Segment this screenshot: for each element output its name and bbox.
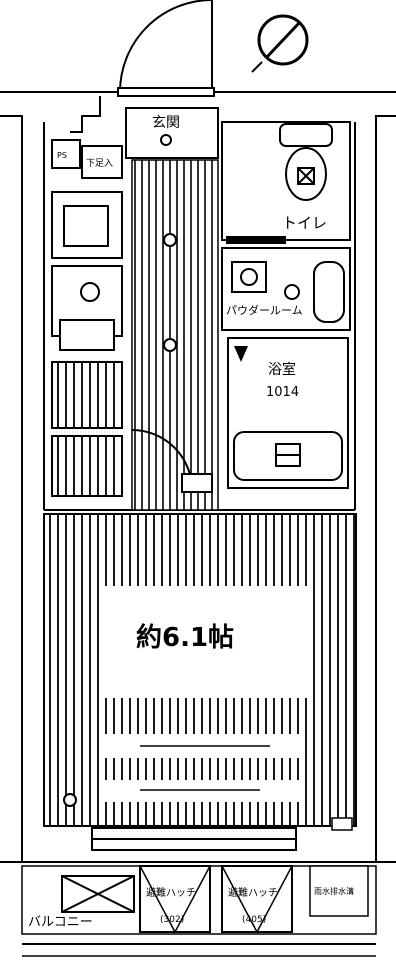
aircon-unit <box>61 875 135 913</box>
left-utility-column <box>51 191 123 497</box>
balcony: バルコニー 避難ハッチ (302) 避難ハッチ (405) 雨水排水溝 <box>0 861 396 957</box>
hatch-left: 避難ハッチ (302) <box>139 865 211 933</box>
corridor-fixtures <box>131 233 213 493</box>
shoe-box-label: 下足入 <box>86 158 113 169</box>
toilet-label: トイレ <box>282 214 327 232</box>
washroom-label: パウダールーム <box>226 303 303 317</box>
balcony-label: バルコニー <box>28 915 93 930</box>
toilet-icon <box>279 123 333 201</box>
washroom: パウダールーム <box>221 247 351 331</box>
toilet-room: トイレ <box>221 121 351 244</box>
washbasin-icon <box>231 261 345 323</box>
exterior-walls <box>0 91 396 862</box>
main-room: 約6.1帖 <box>43 513 357 831</box>
bath-size-label: 1014 <box>266 385 299 400</box>
bathroom-label: 浴室 <box>268 361 296 378</box>
no-entry-mark <box>251 14 309 73</box>
drain-label: 雨水排水溝 <box>314 886 354 896</box>
entrance-door <box>117 0 215 97</box>
entrance-label: 玄関 <box>152 114 180 131</box>
shoe-box: 下足入 <box>81 145 123 179</box>
bathroom: 浴室 1014 <box>227 337 349 489</box>
entrance-area: 玄関 <box>70 96 219 159</box>
hatch-right-number: (405) <box>242 915 266 925</box>
drain: 雨水排水溝 <box>309 865 369 917</box>
hatch-left-label: 避難ハッチ <box>146 886 196 899</box>
ps-left: PS <box>51 139 81 169</box>
hatch-right-label: 避難ハッチ <box>228 886 278 899</box>
hatch-right: 避難ハッチ (405) <box>221 865 293 933</box>
hatch-left-number: (302) <box>160 915 184 925</box>
window <box>91 827 297 851</box>
corridor-floor <box>131 159 219 511</box>
bathtub-icon <box>233 431 343 481</box>
room-size-label: 約6.1帖 <box>136 622 234 653</box>
ps-left-label: PS <box>57 151 67 160</box>
